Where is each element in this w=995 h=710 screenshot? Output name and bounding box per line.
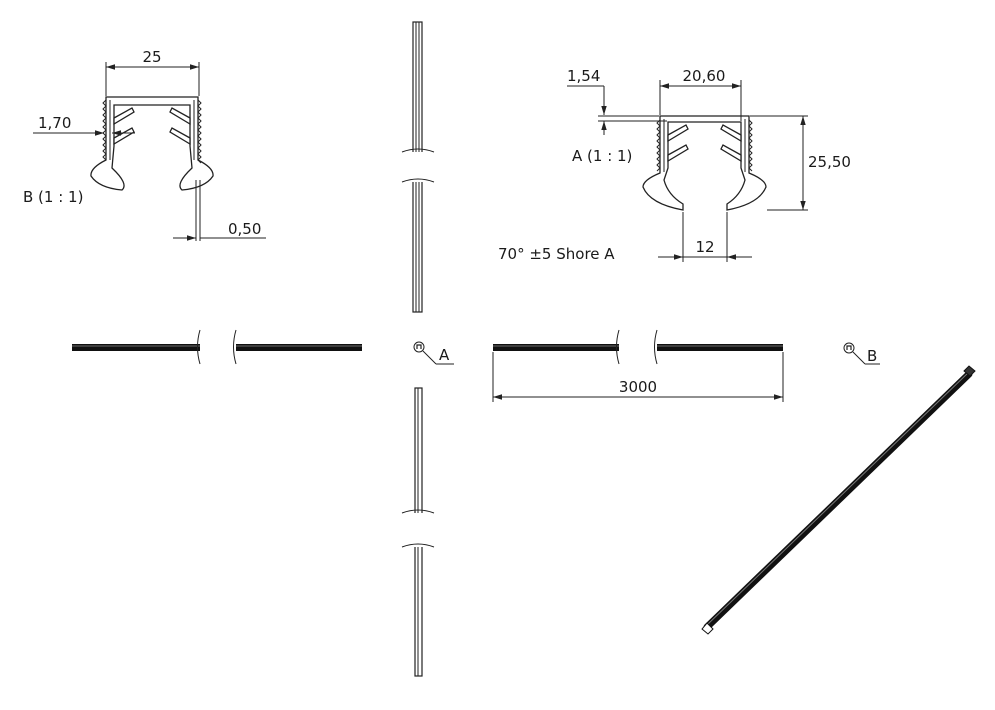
dim-2060-text: 20,60 xyxy=(683,67,726,85)
dim-154-text: 1,54 xyxy=(567,67,600,85)
detail-b-serrations xyxy=(102,99,202,164)
dim-170-text: 1,70 xyxy=(38,114,71,132)
bottom-view-vertical xyxy=(401,387,435,677)
callout-b-text: B xyxy=(867,347,877,365)
left-view-horizontal xyxy=(72,329,362,365)
dim-12-text: 12 xyxy=(695,238,714,256)
detail-a-profile-outline xyxy=(642,115,767,211)
material-note: 70° ±5 Shore A xyxy=(498,245,615,263)
top-view-vertical xyxy=(401,21,435,313)
dim-050-text: 0,50 xyxy=(228,220,261,238)
right-view-horizontal: 3000 xyxy=(492,329,784,402)
detail-b-section: 25 1,70 0,50 B (1 : 1) xyxy=(23,48,266,241)
detail-a-fin-right-lower xyxy=(720,144,742,163)
detail-b-profile-outline xyxy=(90,96,214,191)
dim-3000-text: 3000 xyxy=(619,378,657,396)
detail-a-label: A (1 : 1) xyxy=(572,147,632,165)
dim-25-text: 25 xyxy=(142,48,161,66)
callout-a: A xyxy=(413,341,454,365)
detail-b-fin-left-lower xyxy=(113,127,135,146)
detail-b-fin-right-lower xyxy=(169,127,191,146)
dim-2550-text: 25,50 xyxy=(808,153,851,171)
callout-b: B xyxy=(843,342,880,365)
detail-b-inner-wall xyxy=(109,100,195,160)
detail-b-fin-right-upper xyxy=(169,107,191,126)
callout-a-text: A xyxy=(439,346,450,364)
detail-b-fin-left-upper xyxy=(113,107,135,126)
detail-a-serrations xyxy=(656,119,753,172)
detail-a-inner-wall xyxy=(663,119,746,172)
detail-a-fin-left-upper xyxy=(667,124,689,143)
detail-a-fin-right-upper xyxy=(720,124,742,143)
detail-a-fin-left-lower xyxy=(667,144,689,163)
detail-b-label: B (1 : 1) xyxy=(23,188,83,206)
detail-a-section: 20,60 1,54 25,50 12 A (1 : 1) xyxy=(567,67,851,262)
isometric-view xyxy=(701,365,976,635)
